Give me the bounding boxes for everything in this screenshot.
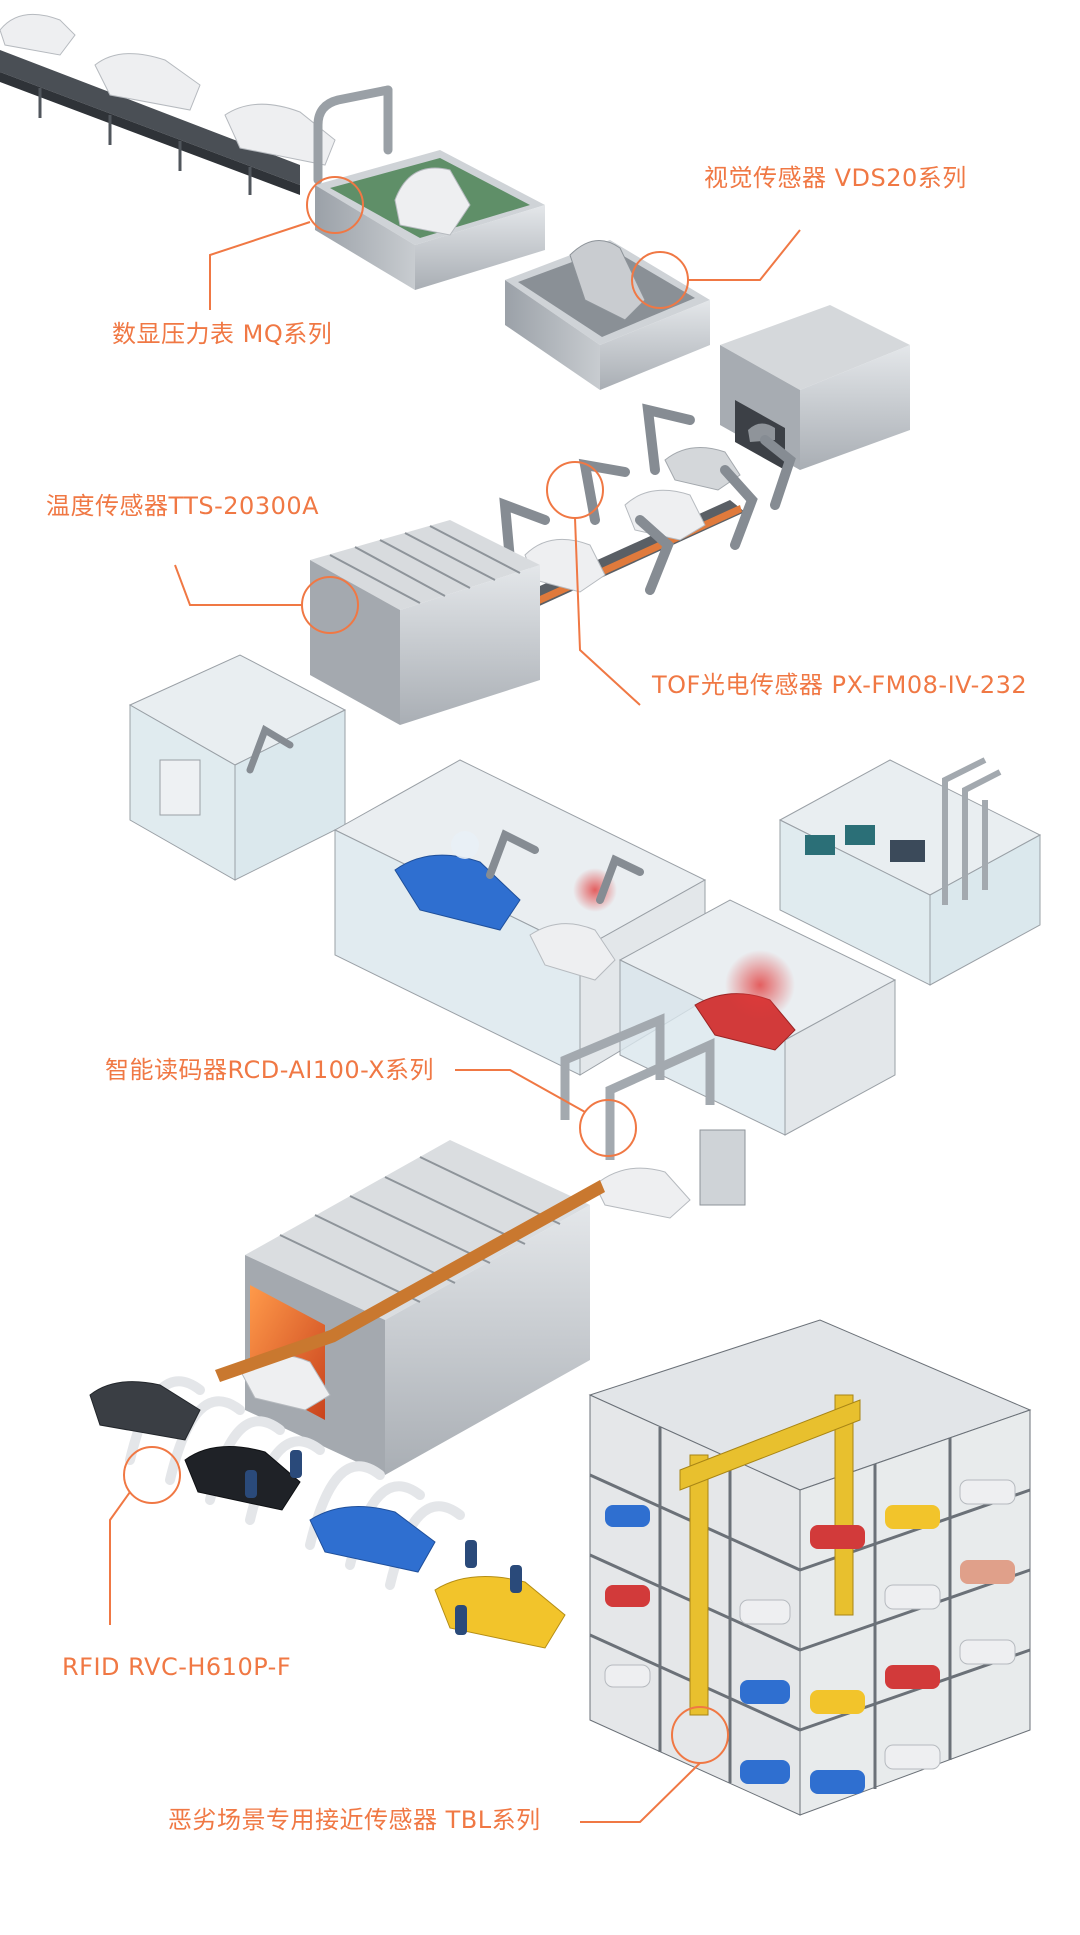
oven-conveyor	[215, 1180, 605, 1382]
callout-code-reader	[455, 1069, 637, 1157]
pretreatment-tank-1	[315, 150, 545, 290]
callout-proximity-sensor	[580, 1706, 729, 1823]
car-white-3	[224, 103, 336, 166]
drying-tunnel-top	[720, 305, 910, 470]
garage-cars	[604, 1479, 1016, 1794]
drying-oven-middle	[310, 520, 540, 725]
label-proximity-sensor: 恶劣场景专用接近传感器 TBL系列	[168, 1806, 541, 1834]
welding-robots	[499, 403, 796, 595]
glass-booth-left	[128, 654, 347, 881]
label-vision-sensor: 视觉传感器 VDS20系列	[704, 164, 967, 192]
top-conveyor	[0, 50, 300, 195]
workers	[245, 1450, 522, 1635]
control-room	[778, 757, 1042, 986]
car-white-1	[0, 13, 76, 56]
garage-crane	[679, 1394, 861, 1716]
label-rfid: RFID RVC-H610P-F	[62, 1653, 292, 1681]
car-white-2	[94, 53, 201, 111]
callout-pressure-gauge	[209, 176, 364, 310]
parking-garage	[588, 1319, 1032, 1816]
label-pressure-gauge: 数显压力表 MQ系列	[112, 320, 333, 348]
welding-cars	[524, 447, 741, 593]
curing-oven	[239, 1140, 590, 1475]
label-temperature-sensor: 温度传感器TTS-20300A	[46, 492, 320, 520]
callout-tof-sensor	[546, 461, 641, 706]
code-reader-station	[560, 1013, 746, 1219]
assembly-cars	[89, 1381, 566, 1649]
label-code-reader: 智能读码器RCD-AI100-X系列	[105, 1056, 435, 1084]
callout-temperature-sensor	[174, 564, 359, 634]
callout-vision-sensor	[631, 229, 801, 309]
callout-rfid	[109, 1446, 181, 1625]
label-tof-sensor: TOF光电传感器 PX-FM08-IV-232	[652, 671, 1028, 699]
pretreatment-tank-2	[505, 240, 710, 390]
transfer-frame	[313, 85, 393, 185]
